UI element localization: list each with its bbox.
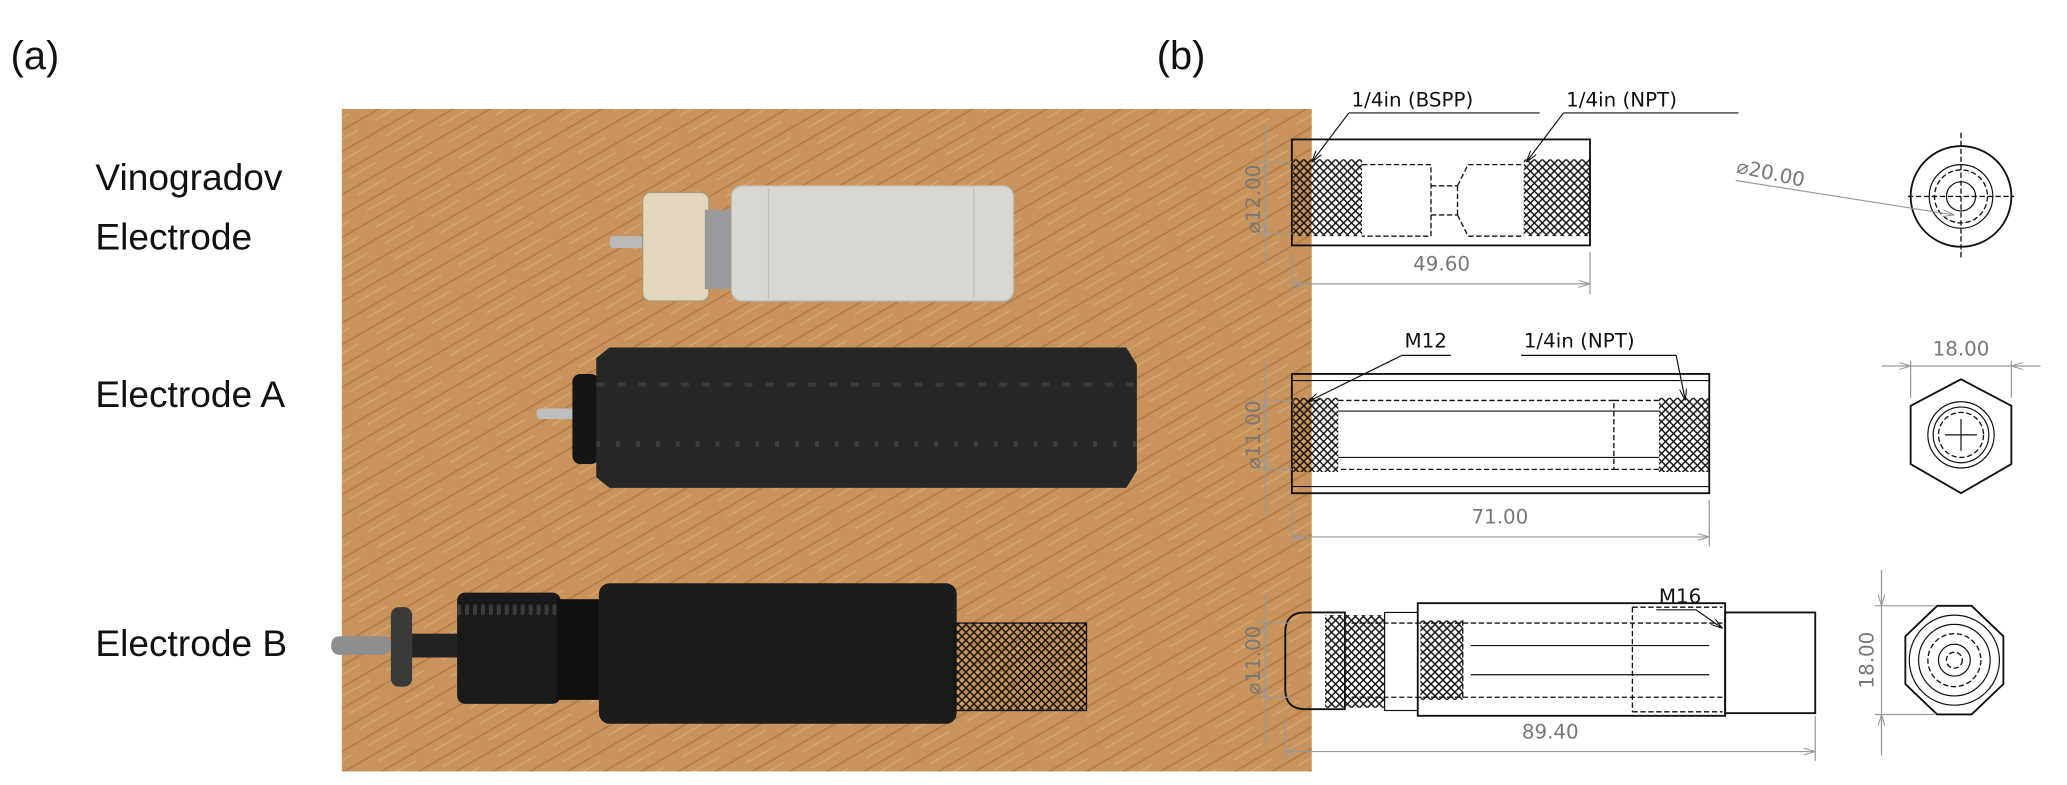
electrode-b-photo: [331, 583, 1088, 724]
vinogradov-drawing: ⌀12.00 49.60 1/4in (BSPP) 1/4in (NPT) ⌀2…: [1242, 88, 2014, 295]
electrode-b-thread-right: M16: [1659, 585, 1701, 608]
label-electrode-b: Electrode B: [95, 622, 287, 664]
electrode-a-photo: [536, 347, 1137, 488]
electrode-b-end-width: 18.00: [1856, 632, 1879, 689]
electrode-a-hex-width: 18.00: [1933, 337, 1990, 360]
vinogradov-length: 49.60: [1413, 253, 1470, 276]
panel-label-b: (b): [1157, 34, 1206, 78]
electrode-b-diameter: ⌀11.00: [1242, 626, 1265, 695]
vinogradov-thread-left: 1/4in (BSPP): [1351, 88, 1473, 111]
panel-label-a: (a): [11, 34, 60, 78]
label-vinogradov-line1: Vinogradov: [95, 156, 282, 198]
label-electrode-a: Electrode A: [95, 373, 285, 415]
vinogradov-thread-right: 1/4in (NPT): [1566, 88, 1677, 111]
electrode-a-thread-left: M12: [1404, 329, 1446, 352]
electrode-b-drawing: ⌀11.00 89.40 M16 18.00: [1242, 570, 2005, 761]
electrode-a-drawing: ⌀11.00 71.00 M12 1/4in (NPT) 18.00: [1242, 329, 2041, 547]
vinogradov-electrode-photo: [609, 185, 1015, 302]
electrode-b-length: 89.40: [1522, 720, 1579, 743]
electrode-a-diameter: ⌀11.00: [1242, 400, 1265, 469]
label-vinogradov-line2: Electrode: [95, 215, 252, 257]
electrode-photo: [331, 108, 1312, 772]
electrode-a-thread-right: 1/4in (NPT): [1524, 329, 1635, 352]
vinogradov-diameter: ⌀12.00: [1242, 165, 1265, 234]
electrode-a-length: 71.00: [1471, 506, 1528, 529]
